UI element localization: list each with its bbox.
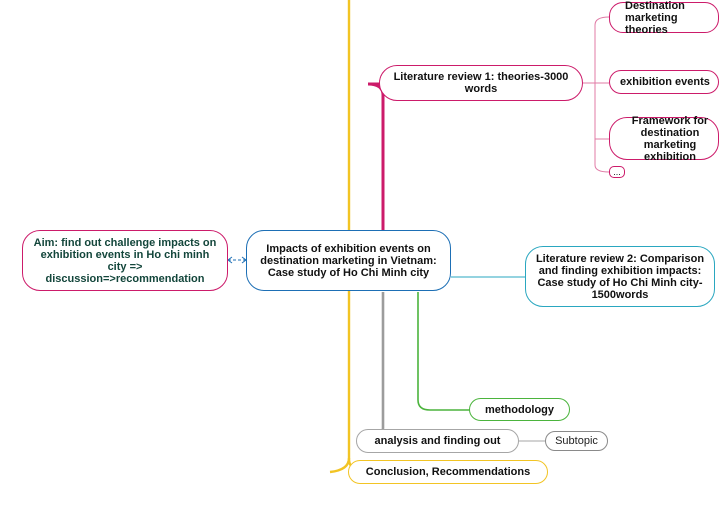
destination-marketing-label: Destination marketing theories: [625, 0, 685, 36]
analysis-topic[interactable]: analysis and finding out: [356, 429, 519, 453]
lit-review-1-topic[interactable]: Literature review 1: theories-3000 words: [379, 65, 583, 101]
link-lit-review-1: [367, 82, 385, 232]
subtopic-node[interactable]: Subtopic: [545, 431, 608, 451]
methodology-label: methodology: [484, 403, 555, 416]
conclusion-label: Conclusion, Recommendations: [365, 466, 531, 478]
collapsed-subtopic[interactable]: ...: [609, 166, 625, 178]
exhibition-events-subtopic[interactable]: exhibition events: [609, 70, 719, 94]
exhibition-events-label: exhibition events: [620, 76, 710, 88]
link-analysis: [372, 292, 385, 441]
lit-review-2-topic[interactable]: Literature review 2: Comparison and find…: [525, 246, 715, 307]
lit-review-1-label: Literature review 1: theories-3000 words: [393, 71, 569, 95]
subtopic-label: Subtopic: [555, 435, 598, 447]
central-topic-label: Impacts of exhibition events on destinat…: [260, 242, 437, 279]
aim-topic[interactable]: Aim: find out challenge impacts on exhib…: [22, 230, 228, 291]
link-methodology: [417, 292, 470, 411]
lit-review-2-label: Literature review 2: Comparison and find…: [535, 252, 705, 301]
analysis-label: analysis and finding out: [374, 435, 501, 447]
destination-marketing-subtopic[interactable]: Destination marketing theories: [609, 0, 719, 36]
central-topic[interactable]: Impacts of exhibition events on destinat…: [246, 230, 451, 291]
conclusion-topic[interactable]: Conclusion, Recommendations: [348, 460, 548, 484]
framework-label: Framework for destination marketing exhi…: [631, 114, 709, 163]
framework-subtopic[interactable]: Framework for destination marketing exhi…: [609, 114, 719, 163]
aim-label: Aim: find out challenge impacts on exhib…: [33, 236, 217, 285]
link-lit1-subtopics: [583, 16, 610, 173]
methodology-topic[interactable]: methodology: [469, 398, 570, 421]
collapsed-label: ...: [613, 167, 621, 177]
